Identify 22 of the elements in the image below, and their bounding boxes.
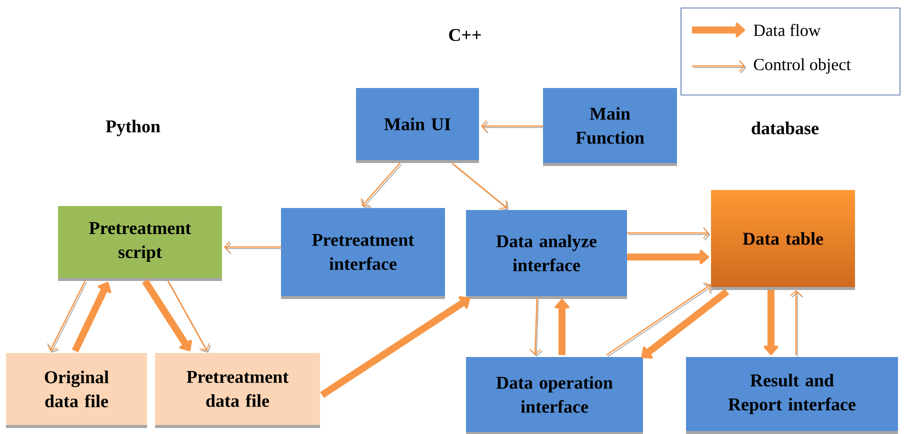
process-box: Data table — [711, 190, 855, 290]
process-box: Main UI — [356, 88, 479, 163]
arrow — [320, 296, 470, 398]
process-box: Main Function — [543, 88, 677, 166]
legend-text: Data flow — [754, 24, 821, 36]
process-box: Data operation interface — [466, 357, 643, 434]
legend-text: Control object — [754, 58, 851, 74]
arrow — [554, 299, 570, 355]
section-heading: Python — [106, 120, 160, 136]
arrow — [641, 288, 730, 359]
process-box: Pretreatment data file — [155, 353, 320, 428]
section-heading: database — [752, 122, 819, 134]
process-box: Pretreatment interface — [281, 208, 445, 299]
process-box: Data analyze interface — [466, 210, 627, 299]
arrow — [764, 290, 778, 355]
arrow — [627, 250, 709, 264]
process-box: Pretreatment script — [58, 206, 222, 281]
process-box: Original data file — [6, 353, 147, 428]
arrow — [142, 279, 192, 352]
process-box: Result and Report interface — [686, 357, 898, 434]
arrow — [72, 282, 112, 353]
section-heading: C++ — [449, 28, 481, 42]
